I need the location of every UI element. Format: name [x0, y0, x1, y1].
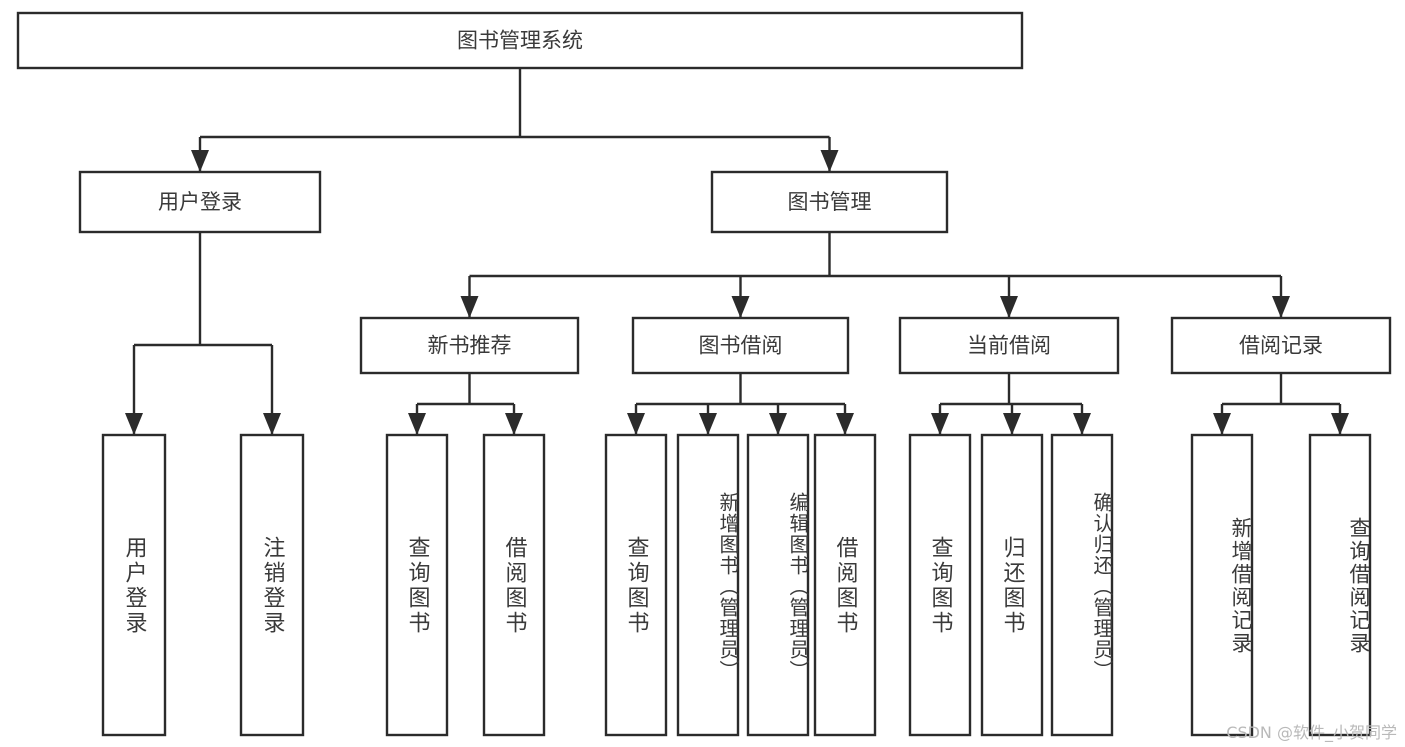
node-box-new-book-rec[interactable] [359, 316, 580, 375]
node-label-new-book-rec: 新书推荐 [428, 334, 512, 358]
arrow-head-icon-leaf-add-record [1213, 413, 1231, 435]
arrow-head-icon-book-borrow [731, 296, 750, 318]
arrow-head-icon-leaf-user-login [125, 413, 143, 435]
arrow-head-icon-leaf-query-book-rec [408, 413, 426, 435]
node-box-leaf-query-book-rec[interactable] [385, 433, 449, 737]
node-box-leaf-query-book-borrow[interactable] [604, 433, 668, 737]
arrow-head-icon-leaf-query-book-cur [931, 413, 949, 435]
node-box-leaf-logout[interactable] [239, 433, 305, 737]
node-box-current-borrow[interactable] [898, 316, 1120, 375]
arrow-head-icon-leaf-edit-book [769, 413, 787, 435]
arrow-head-icon-user-login [191, 150, 209, 172]
arrow-head-icon-leaf-query-book-borrow [627, 413, 645, 435]
arrow-head-icon-leaf-query-record [1331, 413, 1349, 435]
arrow-head-icon-leaf-borrow-book-rec [505, 413, 523, 435]
node-box-book-borrow[interactable] [631, 316, 850, 375]
node-box-leaf-query-book-cur[interactable] [908, 433, 972, 737]
node-box-leaf-return-book[interactable] [980, 433, 1044, 737]
node-box-leaf-confirm-return[interactable] [1050, 433, 1114, 737]
node-label-root: 图书管理系统 [457, 29, 583, 53]
node-label-book-borrow: 图书借阅 [699, 334, 783, 358]
node-label-borrow-record: 借阅记录 [1239, 334, 1323, 358]
node-box-leaf-edit-book[interactable] [746, 433, 810, 737]
arrow-head-icon-leaf-add-book [699, 413, 717, 435]
node-box-book-manage[interactable] [710, 170, 949, 234]
arrow-head-icon-new-book-rec [460, 296, 479, 318]
watermark-text: CSDN @软件_小贺同学 [1226, 723, 1397, 742]
arrow-head-icon-leaf-return-book [1003, 413, 1021, 435]
node-box-leaf-borrow-book-rec[interactable] [482, 433, 546, 737]
node-label-current-borrow: 当前借阅 [967, 334, 1051, 358]
node-box-leaf-user-login[interactable] [101, 433, 167, 737]
node-box-leaf-add-book[interactable] [676, 433, 740, 737]
arrow-head-icon-borrow-record [1272, 296, 1290, 318]
node-label-user-login: 用户登录 [158, 190, 242, 214]
arrow-head-icon-leaf-logout [263, 413, 281, 435]
arrow-head-icon-leaf-confirm-return [1073, 413, 1091, 435]
node-box-leaf-query-record[interactable] [1308, 433, 1372, 737]
node-box-leaf-add-record[interactable] [1190, 433, 1254, 737]
node-box-leaf-borrow-book[interactable] [813, 433, 877, 737]
node-box-borrow-record[interactable] [1170, 316, 1392, 375]
node-box-root[interactable] [16, 11, 1024, 70]
boxes-layer [16, 11, 1392, 737]
connectors-layer [125, 68, 1349, 435]
arrow-head-icon-leaf-borrow-book [836, 413, 854, 435]
arrow-head-icon-current-borrow [1000, 296, 1018, 318]
node-label-book-manage: 图书管理 [788, 190, 872, 214]
node-box-user-login[interactable] [78, 170, 322, 234]
arrow-head-icon-book-manage [820, 150, 839, 172]
